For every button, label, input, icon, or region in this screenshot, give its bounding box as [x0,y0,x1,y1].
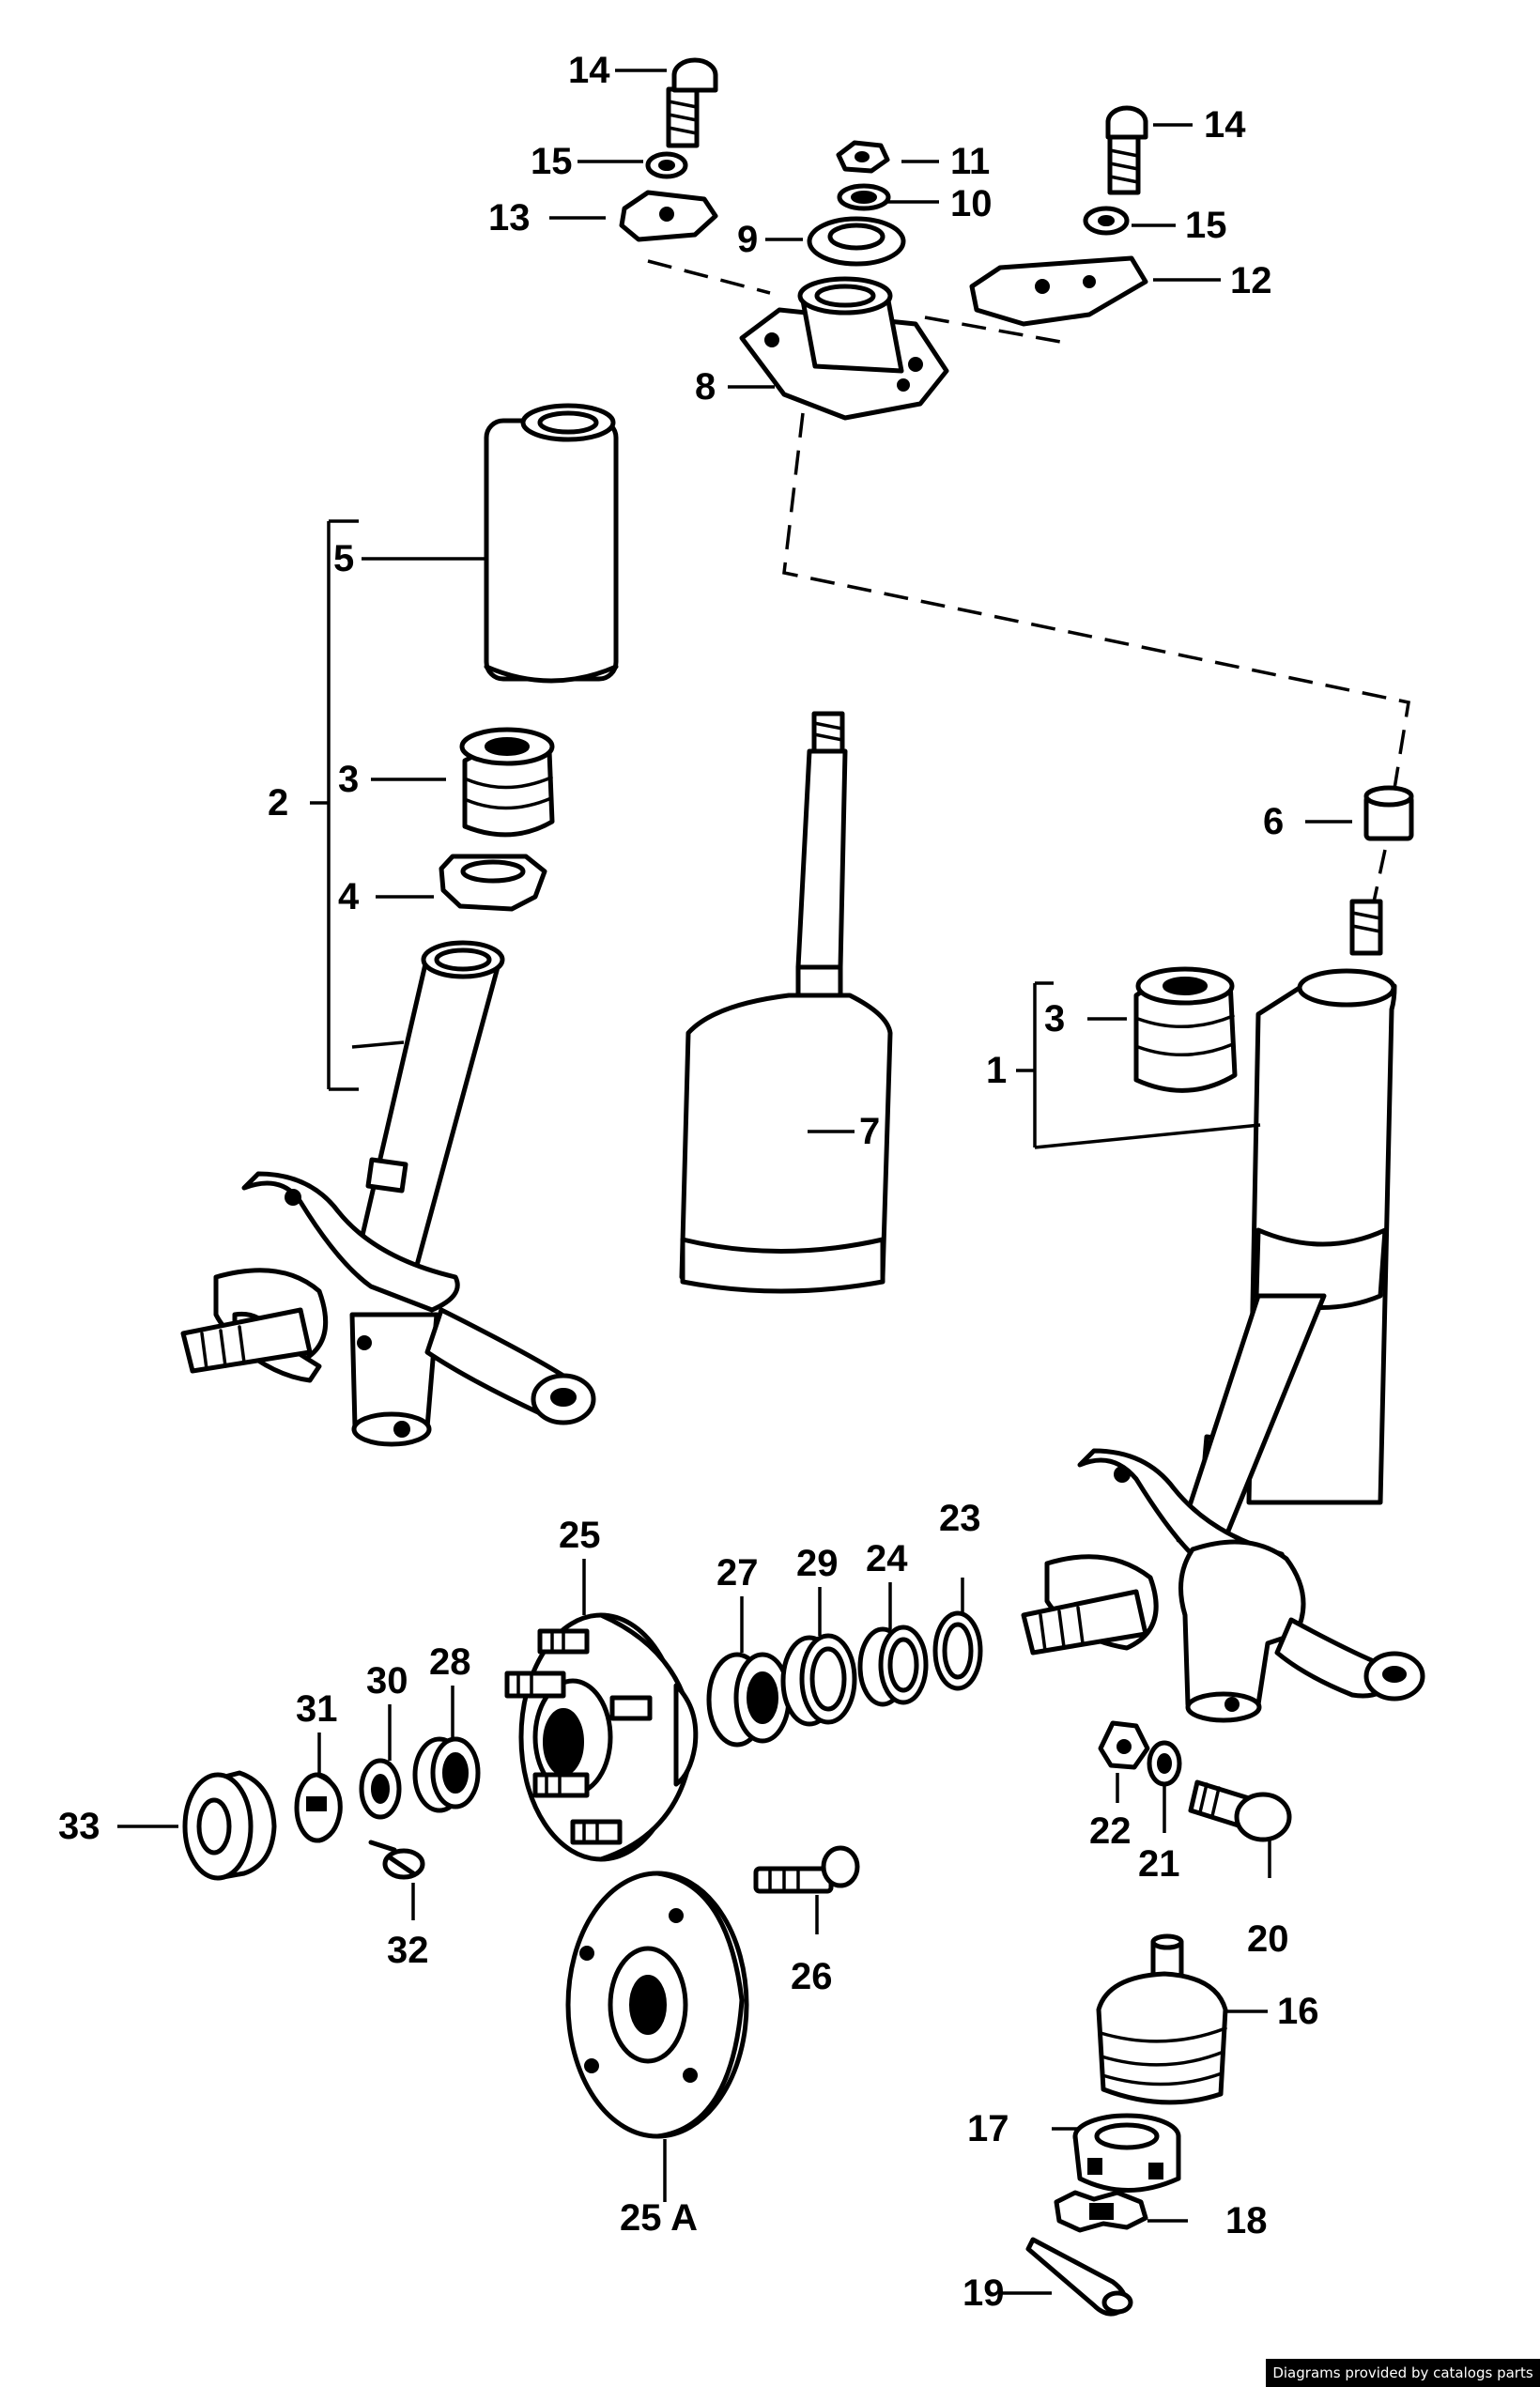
callout-19: 19 [962,2272,1005,2314]
clamp-nut-31 [294,1772,343,1843]
screw-32 [368,1840,425,1880]
bolt-14-left [666,57,718,148]
shock-cartridge-7 [679,711,893,1294]
leader-lines [117,69,1352,2295]
ring-nut-17 [1072,2113,1181,2193]
callout-11: 11 [950,141,990,182]
callout-29: 29 [796,1543,839,1584]
nut-11 [836,140,890,174]
callout-1: 1 [986,1050,1007,1091]
washer-21 [1147,1740,1182,1787]
seal-24 [857,1625,929,1707]
callout-12: 12 [1230,260,1272,301]
credit-badge: Diagrams provided by catalogs parts [1266,2359,1540,2387]
callout-22: 22 [1089,1810,1132,1852]
bearing-race-29 [780,1633,857,1727]
ring-23 [932,1610,983,1691]
callout-33: 33 [58,1806,100,1847]
wheel-bolt-26 [753,1845,860,1894]
callout-30: 30 [366,1660,408,1702]
washer-15-left [645,151,688,179]
strut-mount-8 [739,276,949,421]
washer-10 [837,183,891,211]
callout-labels: 14 15 13 11 10 9 14 15 12 8 5 3 2 4 6 3 … [58,50,1319,2314]
callout-7: 7 [859,1111,880,1152]
callout-31: 31 [296,1688,338,1730]
wheel-hub-25 [504,1612,699,1862]
bump-stop-3-left [459,727,555,838]
bolt-14-right [1105,105,1148,195]
callout-25: 25 [559,1515,601,1556]
spacer-sleeve-6 [1363,785,1414,841]
callout-15: 15 [1185,205,1227,246]
strut-1-right [1176,899,1397,1552]
brake-disc-25a [565,1871,749,2139]
callout-14: 14 [1204,104,1246,146]
callout-3: 3 [338,759,359,800]
callout-24: 24 [866,1538,908,1579]
callout-26: 26 [791,1956,833,1997]
callout-6: 6 [1263,801,1284,842]
cotter-pin-19 [1025,2237,1133,2317]
reinforcement-plate-12 [969,255,1148,327]
washer-15-right [1083,206,1130,236]
callout-32: 32 [387,1930,429,1971]
ball-joint-16 [1096,1933,1228,2105]
clamp-plate-13 [619,190,718,242]
lock-washer-18 [1054,2190,1148,2233]
callout-27: 27 [716,1552,759,1594]
callout-15: 15 [531,141,573,182]
callout-8: 8 [695,366,716,408]
callout-23: 23 [939,1498,981,1539]
callout-2: 2 [268,782,288,824]
steering-knuckle-left [180,940,596,1447]
bearing-27 [706,1652,792,1748]
callout-20: 20 [1247,1918,1289,1960]
spacer-ring-4 [439,854,547,912]
bearing-28 [412,1736,481,1813]
callout-5: 5 [333,538,354,579]
bracket-1 [1016,981,1261,1149]
callout-21: 21 [1138,1843,1180,1885]
callout-13: 13 [488,197,531,239]
dust-cap-33 [182,1770,277,1881]
bracket-2 [310,519,359,1091]
nut-22 [1098,1720,1150,1770]
assembly-dashed-lines [647,259,1410,907]
washer-30 [359,1758,402,1820]
callout-16: 16 [1277,1991,1319,2032]
callout-9: 9 [737,219,758,260]
callout-14: 14 [568,50,610,91]
callout-17: 17 [967,2108,1009,2149]
callout-25a: 25 A [620,2197,698,2239]
steering-knuckle-right [1021,1448,1425,1723]
callout-3: 3 [1044,998,1065,1040]
callout-28: 28 [429,1641,471,1683]
protective-tube-5 [484,403,619,684]
callout-4: 4 [338,876,360,917]
cup-washer-9 [807,216,906,267]
bump-stop-3-right [1133,966,1238,1093]
callout-10: 10 [950,183,993,224]
callout-18: 18 [1225,2200,1268,2241]
eccentric-bolt-20 [1188,1779,1292,1842]
